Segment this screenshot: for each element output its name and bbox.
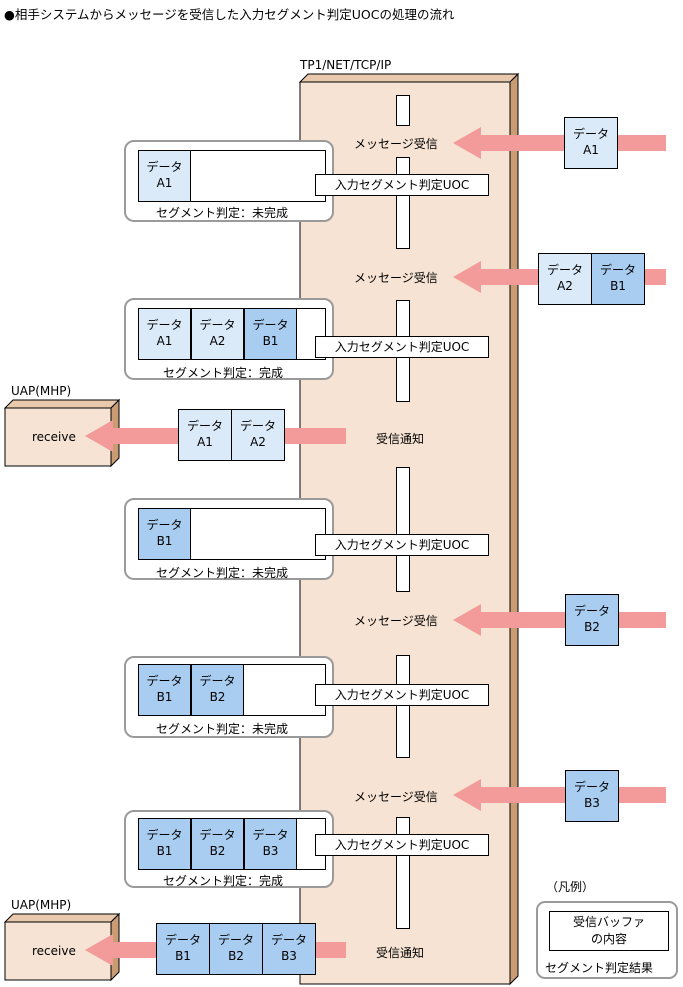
msg-receive-label: メッセージ受信 [354, 790, 438, 804]
msg-receive-label: メッセージ受信 [354, 614, 438, 628]
msg-receive-label: メッセージ受信 [354, 137, 438, 151]
uoc-box: 入力セグメント判定UOC [315, 534, 489, 556]
legend-title: （凡例） [546, 880, 595, 894]
uoc-box: 入力セグメント判定UOC [315, 834, 489, 856]
segment-status: セグメント判定：未完成 [156, 566, 289, 580]
uoc-box: 入力セグメント判定UOC [315, 174, 489, 196]
segment-status: セグメント判定：未完成 [156, 206, 289, 220]
incoming-arrow-head [453, 261, 481, 293]
incoming-arrow-head [453, 779, 481, 811]
segment-status: セグメント判定：完成 [163, 366, 284, 380]
receive-label: receive [32, 944, 76, 958]
uap-label: UAP(MHP) [11, 898, 72, 912]
uoc-box: 入力セグメント判定UOC [315, 684, 489, 706]
segment-status: セグメント判定：未完成 [156, 722, 289, 736]
uap-label: UAP(MHP) [11, 384, 72, 398]
flow-bar [396, 95, 410, 126]
receive-label: receive [32, 430, 76, 444]
legend-buffer: 受信バッファの内容 [549, 911, 669, 951]
uoc-box: 入力セグメント判定UOC [315, 336, 489, 358]
server-label: TP1/NET/TCP/IP [300, 58, 392, 72]
segment-status: セグメント判定：完成 [163, 874, 284, 888]
notify-arrow-head [85, 934, 113, 966]
flow-bar [396, 467, 410, 592]
msg-receive-label: メッセージ受信 [354, 271, 438, 285]
incoming-arrow-head [453, 127, 481, 159]
notify-arrow-head [85, 420, 113, 452]
diagram-title: ●相手システムからメッセージを受信した入力セグメント判定UOCの処理の流れ [4, 7, 455, 22]
flow-bar [396, 157, 410, 249]
incoming-arrow-head [453, 604, 481, 636]
flow-bar [396, 655, 410, 758]
notify-label: 受信通知 [376, 432, 425, 446]
legend-result: セグメント判定結果 [545, 961, 654, 975]
notify-label: 受信通知 [376, 946, 425, 960]
